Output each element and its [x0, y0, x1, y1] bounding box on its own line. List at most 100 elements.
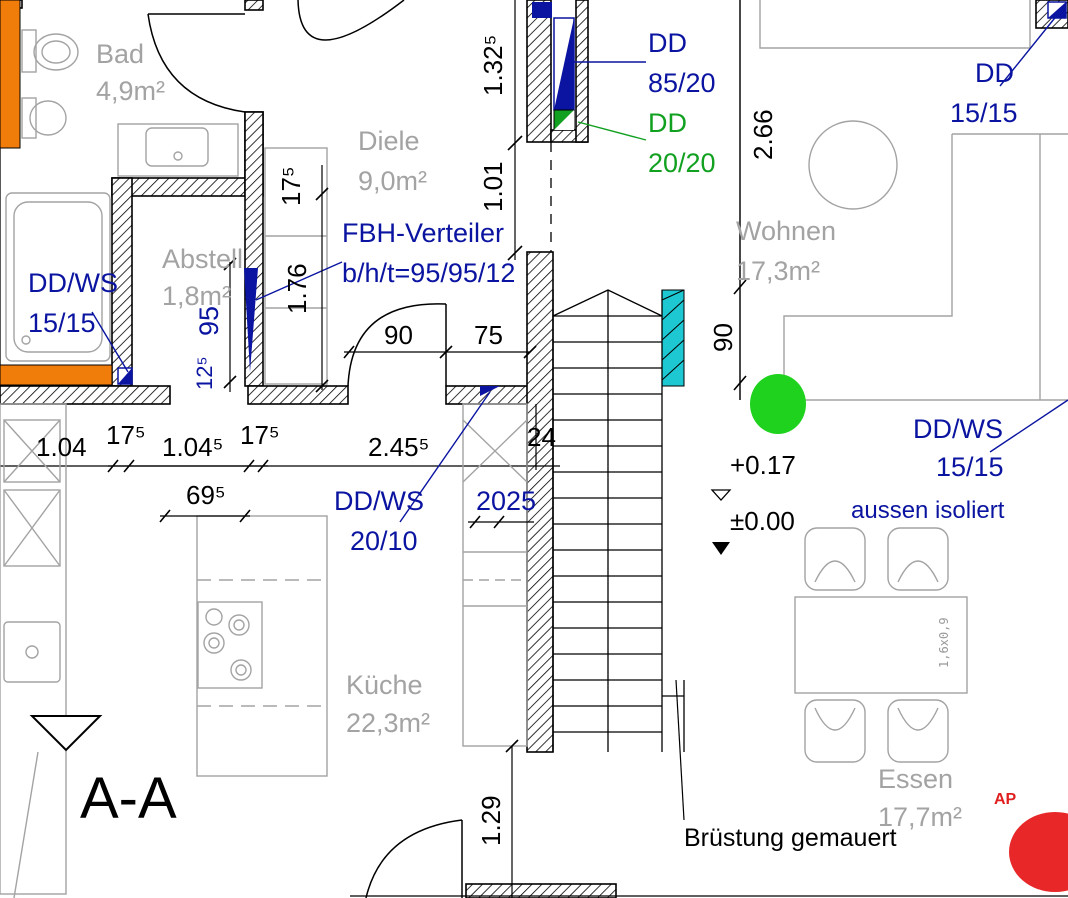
- green-marker: [750, 374, 806, 434]
- room-bad-area: 4,9m²: [96, 76, 165, 106]
- wardrobe: [264, 147, 328, 385]
- dim-door-90: 90: [384, 320, 413, 350]
- room-wohnen-area: 17,3m²: [736, 256, 820, 286]
- chair-icon: [887, 699, 949, 763]
- note-bruestung: Brüstung gemauert: [684, 824, 897, 852]
- dim-104: 1.04: [36, 432, 87, 462]
- dim-75: 75: [474, 320, 503, 350]
- ann-ddws-2010-2: 20/10: [350, 526, 418, 556]
- ann-ddws-left-2: 15/15: [28, 308, 96, 338]
- room-essen-area: 17,7m²: [878, 802, 962, 832]
- toilet-icon: [21, 29, 79, 73]
- dim-17v: 17⁵: [276, 166, 306, 206]
- chair-icon: [887, 527, 949, 591]
- table-label: 1,6x0,9: [937, 617, 951, 668]
- ann-dd-8520-2: 85/20: [648, 68, 716, 98]
- bathtub-icon: [5, 192, 111, 362]
- ann-fbh-1: FBH-Verteiler: [342, 218, 504, 248]
- kitchen-counter-left: [0, 403, 67, 895]
- dim-24: 24: [527, 422, 556, 452]
- dim-176: 1.76: [282, 263, 312, 314]
- wall-main-2: [247, 385, 349, 405]
- level-upper: +0.17: [730, 450, 796, 480]
- fbh-distributor: [244, 268, 258, 372]
- ann-ddws-right-1: DD/WS: [913, 414, 1003, 444]
- kitchen-island: [196, 515, 328, 777]
- wall-shaft-left: [526, 0, 552, 143]
- ann-dd-8520-1: DD: [648, 28, 687, 58]
- section-label: A-A: [80, 766, 177, 831]
- orange-floor-segment: [0, 364, 113, 386]
- dim-17b: 17⁵: [240, 420, 280, 450]
- room-kueche-area: 22,3m²: [346, 708, 430, 738]
- level-marker-upper-icon: [710, 489, 732, 501]
- dim-2025: 2025: [476, 486, 536, 516]
- dimension-lines: [108, 0, 741, 898]
- note-ap: AP: [994, 791, 1017, 808]
- ann-dd-2020-1: DD: [648, 108, 687, 138]
- ann-dd-1515-1: DD: [975, 58, 1014, 88]
- ap-marker: [1009, 812, 1068, 892]
- dim-101: 1.01: [478, 161, 508, 212]
- ann-ddws-2010-1: DD/WS: [334, 486, 424, 516]
- dim-12: 12⁵: [192, 356, 217, 390]
- ann-ddws-right-3: aussen isoliert: [851, 497, 1005, 524]
- wall-stair: [526, 251, 554, 753]
- room-abstell-name: Abstell: [162, 244, 243, 274]
- room-kueche-name: Küche: [346, 670, 423, 700]
- dim-2455: 2.45⁵: [368, 432, 429, 462]
- room-diele-area: 9,0m²: [358, 166, 427, 196]
- leader-lines: [91, 13, 1068, 523]
- washbasin-icon: [117, 123, 239, 177]
- sink-icon: [3, 621, 61, 683]
- level-marker-lower-icon: [712, 542, 730, 555]
- bidet-icon: [21, 97, 67, 139]
- door-swing-bath: [147, 13, 246, 113]
- dim-17a: 17⁵: [106, 420, 146, 450]
- note-leader: [675, 679, 685, 821]
- room-wohnen-name: Wohnen: [736, 216, 836, 246]
- ann-dd-1515-2: 15/15: [950, 98, 1018, 128]
- section-marker-icon: [29, 715, 103, 752]
- round-table-icon: [808, 120, 898, 210]
- ann-fbh-2: b/h/t=95/95/12: [342, 258, 515, 288]
- wall-main-1: [0, 385, 171, 405]
- room-bad-name: Bad: [96, 39, 144, 69]
- wall-top-stub: [244, 0, 264, 11]
- hob-icon: [197, 601, 263, 689]
- wall-bath-bottom: [111, 177, 263, 197]
- wall-shaft-right: [575, 0, 589, 143]
- door-swing-diele: [297, 0, 405, 41]
- cyan-element: [661, 289, 685, 387]
- dim-695: 69⁵: [186, 480, 226, 510]
- dim-266: 2.66: [748, 109, 778, 160]
- stairs: [552, 289, 685, 752]
- doors: [147, 0, 463, 898]
- wall-abstell-right: [244, 111, 264, 387]
- cyan-hatch: [661, 289, 685, 381]
- ann-ddws-right-2: 15/15: [936, 452, 1004, 482]
- dim-90v: 90: [708, 323, 738, 352]
- dining-table: [794, 596, 968, 694]
- room-essen-name: Essen: [878, 764, 953, 794]
- dimension-ticks: [107, 135, 747, 753]
- chair-icon: [804, 527, 866, 591]
- door-swing-bottom: [365, 819, 463, 898]
- dim-1045: 1.04⁵: [162, 432, 223, 462]
- orange-wall-segment: [0, 0, 21, 149]
- room-diele-name: Diele: [358, 126, 420, 156]
- chair-icon: [804, 699, 866, 763]
- level-lower: ±0.00: [730, 506, 795, 536]
- shafts: [117, 1, 1067, 396]
- ann-ddws-left-1: DD/WS: [28, 268, 118, 298]
- door-swing-kitchen: [347, 303, 447, 387]
- shaft-top: [532, 2, 552, 18]
- kitchen-cabinet-right: [462, 403, 528, 747]
- dim-129: 1.29: [476, 795, 506, 846]
- dim-95: 95: [194, 306, 224, 336]
- dim-132: 1.32⁵: [478, 35, 508, 96]
- leader-green: [577, 121, 647, 141]
- wall-bottom: [465, 883, 617, 898]
- ann-dd-2020-2: 20/20: [648, 148, 716, 178]
